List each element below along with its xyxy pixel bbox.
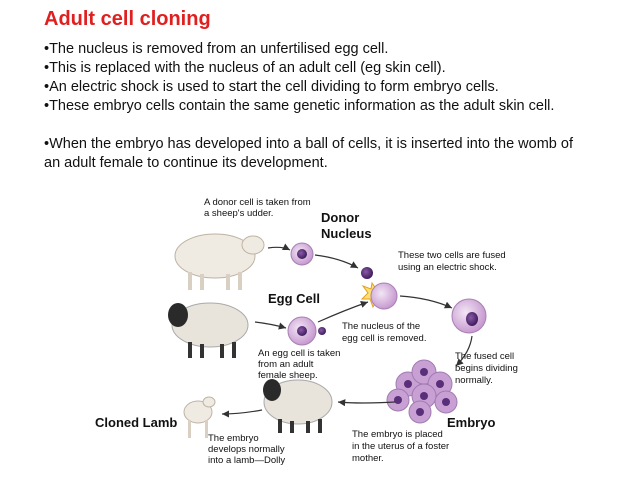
nucleus-removed-note-line-2: egg cell is removed. — [342, 333, 426, 344]
bullet-1: •The nucleus is removed from an unfertil… — [44, 41, 389, 57]
donor-nucleus-label-line-1: Donor — [321, 210, 359, 225]
fusing-egg-cell-icon — [370, 282, 398, 310]
fused-note-line-2: using an electric shock. — [398, 262, 497, 273]
bullet-3: •An electric shock is used to start the … — [44, 79, 499, 95]
bullet-4: •These embryo cells contain the same gen… — [44, 98, 555, 114]
egg-taken-note-line-3: female sheep. — [258, 370, 318, 381]
donor-nucleus-label-line-2: Nucleus — [321, 226, 372, 241]
donor-cell-note-line-2: a sheep's udder. — [204, 208, 273, 219]
lamb-note-line-3: into a lamb—Dolly — [208, 455, 285, 466]
cloned-lamb-icon — [183, 396, 216, 438]
egg-cell-icon — [287, 316, 317, 346]
embryo-label: Embryo — [447, 415, 495, 430]
egg-cell-label: Egg Cell — [268, 291, 320, 306]
fused-cell-icon — [451, 298, 487, 334]
embryo-placed-note-line-1: The embryo is placed — [352, 429, 443, 440]
donor-sheep-icon — [174, 233, 265, 290]
lamb-note-line-1: The embryo — [208, 433, 259, 444]
embryo-icon — [386, 359, 458, 424]
slide-title: Adult cell cloning — [44, 8, 211, 30]
bullet-5: •When the embryo has developed into a ba… — [44, 136, 573, 171]
egg-donor-sheep-icon — [168, 302, 249, 358]
egg-taken-note-line-1: An egg cell is taken — [258, 348, 340, 359]
fused-dividing-note-line-3: normally. — [455, 375, 493, 386]
fused-note-line-1: These two cells are fused — [398, 250, 506, 261]
donor-cell-note-line-1: A donor cell is taken from — [204, 197, 311, 208]
lamb-note-line-2: develops normally — [208, 444, 285, 455]
fused-dividing-note-line-2: begins dividing — [455, 363, 518, 374]
egg-taken-note-line-2: from an adult — [258, 359, 314, 370]
removed-nucleus-icon — [318, 327, 326, 335]
bullet-2: •This is replaced with the nucleus of an… — [44, 60, 446, 76]
donor-nucleus-icon — [361, 267, 373, 279]
nucleus-removed-note-line-1: The nucleus of the — [342, 321, 420, 332]
donor-cell-icon — [290, 242, 314, 266]
process-arrows — [221, 243, 473, 418]
embryo-placed-note-line-3: mother. — [352, 453, 384, 464]
cloned-lamb-label: Cloned Lamb — [95, 415, 177, 430]
embryo-placed-note-line-2: in the uterus of a foster — [352, 441, 449, 452]
fused-dividing-note-line-1: The fused cell — [455, 351, 514, 362]
foster-mother-sheep-icon — [263, 379, 333, 433]
